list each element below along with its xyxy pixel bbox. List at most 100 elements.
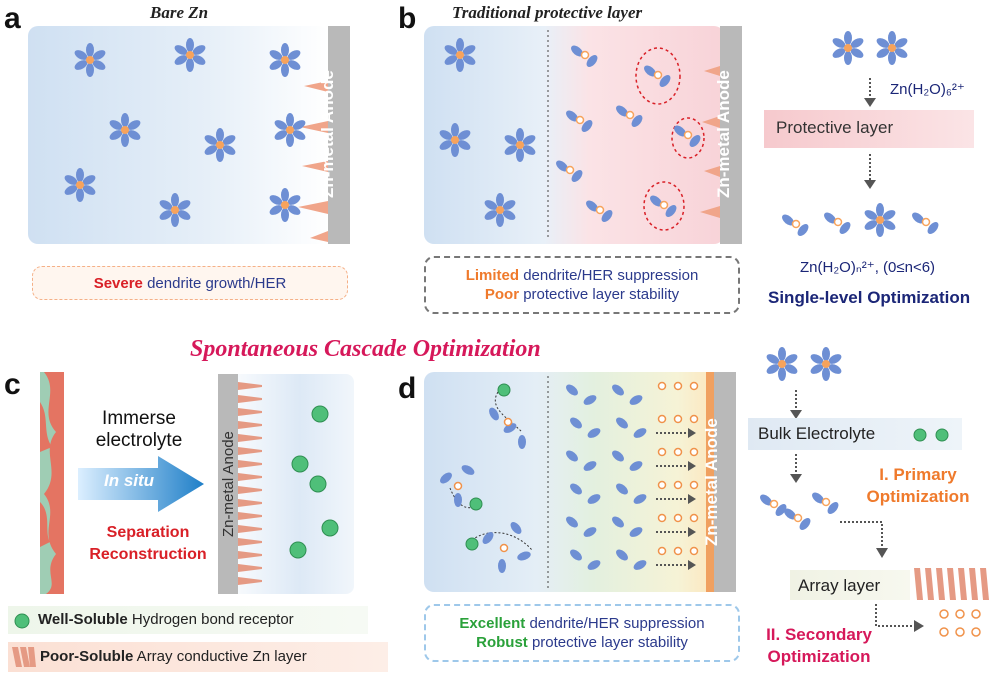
immerse-label: Immerse electrolyte <box>95 408 183 451</box>
array-tooth <box>238 512 262 520</box>
green-ball-icon <box>913 428 949 442</box>
panel-a-anode-label: Zn-metal Anode <box>318 70 337 198</box>
primary-text-1: I. Primary <box>879 465 957 484</box>
excellent-text: Excellent <box>459 615 526 632</box>
water-molecule <box>612 384 624 396</box>
arrow-head-icon <box>688 461 696 471</box>
arrow-bent-icon <box>840 521 888 558</box>
panel-b-ions <box>437 38 704 227</box>
single-level-label: Single-level Optimization <box>768 288 971 307</box>
composite-layer <box>40 372 64 594</box>
array-tooth <box>238 395 262 403</box>
water-molecule <box>616 483 628 495</box>
panel-b-label: b <box>398 2 417 35</box>
zinc-ion <box>673 513 683 523</box>
zinc-ion <box>689 381 699 391</box>
zinc-ion <box>689 447 699 457</box>
zinc-ion <box>657 381 667 391</box>
array-tooth <box>238 577 262 585</box>
main-title: Spontaneous Cascade Optimization <box>190 336 541 362</box>
primary-text-2: Optimization <box>866 487 970 506</box>
panel-d-side-ions-mid <box>757 489 842 533</box>
panel-a-caption: Severe dendrite growth/HER <box>32 266 348 300</box>
panel-b-title: Traditional protective layer <box>452 3 643 22</box>
array-tooth <box>238 382 262 390</box>
water-molecule <box>633 494 647 504</box>
panel-d-side-ions-top <box>764 347 844 381</box>
array-tooth <box>238 408 262 416</box>
water-molecule <box>570 417 582 429</box>
panel-c-anode-label: Zn-metal Anode <box>220 431 237 537</box>
zinc-ion <box>673 546 683 556</box>
water-molecule <box>612 516 624 528</box>
array-tooth <box>238 486 262 494</box>
water-molecule <box>566 516 578 528</box>
arrow-head-icon <box>688 428 696 438</box>
array-tooth <box>238 421 262 429</box>
ion-label-bottom: Zn(H₂O)ₙ²⁺, (0≤n<6) <box>800 259 936 276</box>
green-ball-icon <box>14 613 30 629</box>
zinc-ion <box>657 480 667 490</box>
severe-text: Severe <box>93 274 143 292</box>
panel-d-caption1-rest: dendrite/HER suppression <box>525 615 705 632</box>
panel-d-anode-label: Zn-metal Anode <box>702 418 721 546</box>
water-molecule <box>629 527 643 537</box>
water-molecule <box>583 527 597 537</box>
zinc-ion <box>689 546 699 556</box>
array-column <box>980 568 989 600</box>
in-situ-arrow-icon <box>78 456 204 512</box>
panel-a-caption-rest: dendrite growth/HER <box>142 274 287 292</box>
zinc-ion <box>689 414 699 424</box>
water-molecule <box>570 549 582 561</box>
panel-d-left-clusters <box>440 383 533 573</box>
zinc-ion <box>673 480 683 490</box>
panel-b-caption1-rest: dendrite/HER suppression <box>519 267 699 284</box>
arrow-head-icon <box>688 494 696 504</box>
array-tooth <box>238 538 262 546</box>
legend-1-rest: Hydrogen bond receptor <box>127 611 294 628</box>
water-molecule <box>566 450 578 462</box>
limited-text: Limited <box>465 267 520 284</box>
primary-optimization-label: I. Primary Optimization <box>858 464 978 508</box>
water-molecule <box>629 395 643 405</box>
array-layer-label: Array layer <box>798 576 881 595</box>
array-tooth <box>238 473 262 481</box>
secondary-text-1: II. Secondary <box>766 625 872 644</box>
zinc-ion <box>657 447 667 457</box>
arrow-down-icon <box>864 154 876 189</box>
legend-1-text: Well-Soluble Hydrogen bond receptor <box>38 611 294 628</box>
array-column <box>958 568 967 600</box>
array-column <box>969 568 978 600</box>
separation-text: Separation <box>106 524 190 541</box>
panel-b-scene <box>547 26 742 244</box>
arrow-down-icon <box>790 390 802 419</box>
zinc-ion <box>689 513 699 523</box>
water-molecule <box>616 417 628 429</box>
legend-row-1 <box>8 606 368 634</box>
well-soluble-text: Well-Soluble <box>38 611 128 628</box>
panel-b-caption2-rest: protective layer stability <box>519 286 680 303</box>
legend-2-text: Poor-Soluble Array conductive Zn layer <box>40 648 307 665</box>
water-molecule <box>583 461 597 471</box>
array-column <box>936 568 945 600</box>
panel-c-scene <box>218 374 339 594</box>
arrow-down-icon <box>864 78 876 107</box>
panel-d-caption: Excellent dendrite/HER suppression Robus… <box>424 604 740 662</box>
panel-b-side-ions-top <box>830 31 910 65</box>
zinc-ion <box>673 447 683 457</box>
array-tooth <box>238 564 262 572</box>
poor-text: Poor <box>484 286 520 303</box>
panel-a-solvated-ions <box>62 38 308 227</box>
robust-text: Robust <box>476 634 528 651</box>
ion-label-top: Zn(H₂O)₆²⁺ <box>890 81 965 98</box>
panel-a-label: a <box>4 2 21 35</box>
array-tooth <box>238 525 262 533</box>
zinc-ion <box>689 480 699 490</box>
water-molecule <box>587 494 601 504</box>
water-molecule <box>570 483 582 495</box>
zinc-ion <box>673 381 683 391</box>
array-tooth <box>238 460 262 468</box>
panel-d-caption2-rest: protective layer stability <box>527 634 688 651</box>
reconstruction-text: Reconstruction <box>89 546 207 563</box>
array-column <box>947 568 956 600</box>
